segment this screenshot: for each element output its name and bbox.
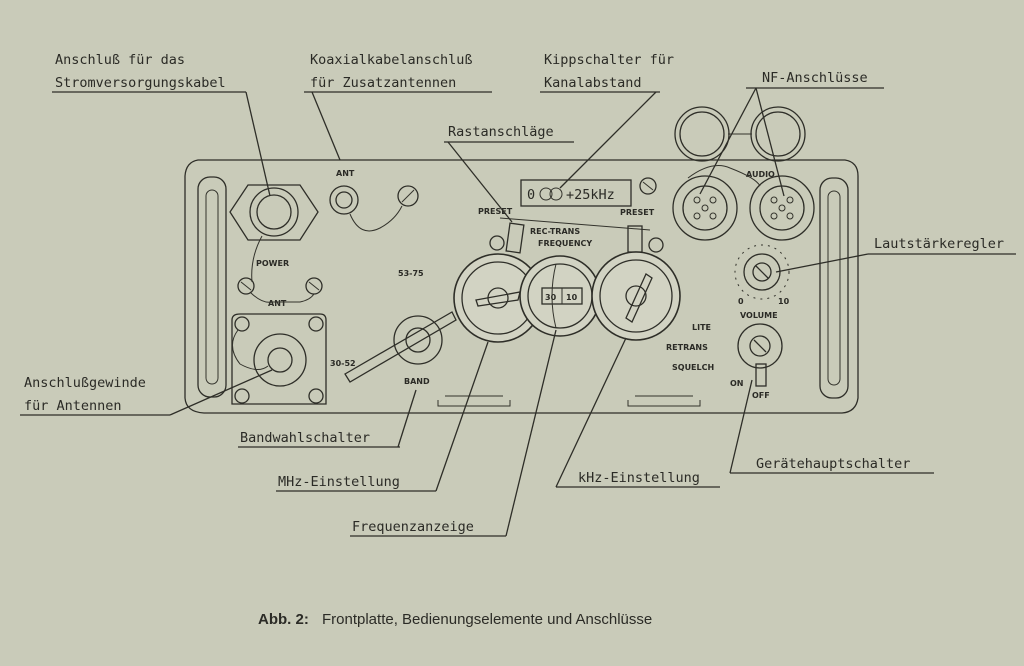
- audio-connectors: AUDIO: [672, 106, 815, 241]
- label-freq-display: Frequenzanzeige: [352, 519, 474, 535]
- volume-knob[interactable]: 0 10 VOLUME: [734, 244, 790, 320]
- vol-10-label: 10: [778, 297, 790, 306]
- ant2-label: ANT: [268, 299, 287, 308]
- label-band-switch: Bandwahlschalter: [240, 430, 370, 446]
- band-lo-label: 30-52: [330, 359, 356, 368]
- band-label: BAND: [404, 377, 430, 386]
- left-handle: [197, 176, 227, 398]
- band-switch[interactable]: 53-75 30-52 BAND: [330, 269, 457, 386]
- preset-left-label: PRESET: [478, 207, 513, 216]
- label-coax-line2: für Zusatzantennen: [310, 75, 456, 91]
- coax-connector: ANT: [329, 169, 419, 232]
- label-power-cable-line1: Anschluß für das: [55, 52, 185, 68]
- callout-nf: NF-Anschlüsse: [699, 70, 884, 197]
- ant-label: ANT: [336, 169, 355, 178]
- label-coax-line1: Koaxialkabelanschluß: [310, 52, 473, 68]
- callout-volume: Lautstärkeregler: [775, 236, 1016, 273]
- band-hi-label: 53-75: [398, 269, 424, 278]
- display-right-value: 10: [566, 293, 578, 302]
- callout-toggle: Kippschalter für Kanalabstand: [540, 52, 674, 189]
- right-handle: [819, 177, 849, 399]
- figure-caption: Abb. 2: Frontplatte, Bedienungselemente …: [258, 611, 652, 628]
- toggle-25-label: +25kHz: [566, 187, 615, 203]
- squelch-label: SQUELCH: [672, 363, 714, 372]
- preset-right-label: PRESET: [620, 208, 655, 217]
- off-label: OFF: [752, 391, 770, 400]
- retrans-label: RETRANS: [666, 343, 708, 352]
- frequency-display: 30 10: [519, 255, 601, 337]
- toggle-0-label: 0: [527, 187, 535, 203]
- frequency-label: FREQUENCY: [538, 239, 592, 248]
- vol-0-label: 0: [738, 297, 744, 306]
- caption-prefix: Abb. 2:: [258, 611, 309, 628]
- label-antenna-thread-line2: für Antennen: [24, 398, 122, 414]
- power-label: POWER: [256, 259, 289, 268]
- display-left-value: 30: [545, 293, 557, 302]
- caption-text: Frontplatte, Bedienungselemente und Ansc…: [322, 611, 652, 628]
- khz-knob[interactable]: [591, 251, 681, 341]
- callout-power-cable: Anschluß für das Stromversorgungskabel: [52, 52, 271, 197]
- label-toggle-line1: Kippschalter für: [544, 52, 674, 68]
- label-antenna-thread-line1: Anschlußgewinde: [24, 375, 146, 391]
- antenna-mount: ANT: [231, 235, 327, 405]
- label-mhz: MHz-Einstellung: [278, 474, 400, 490]
- label-khz: kHz-Einstellung: [578, 470, 700, 486]
- channel-spacing-toggle[interactable]: 0 +25kHz: [520, 177, 657, 207]
- callout-khz: kHz-Einstellung: [555, 337, 720, 488]
- callout-detents: Rastanschläge: [444, 124, 574, 223]
- callout-coax: Koaxialkabelanschluß für Zusatzantennen: [304, 52, 492, 161]
- label-toggle-line2: Kanalabstand: [544, 75, 642, 91]
- main-power-switch[interactable]: ON OFF: [730, 323, 783, 400]
- rec-trans-label: REC-TRANS: [530, 227, 580, 236]
- label-nf: NF-Anschlüsse: [762, 70, 868, 86]
- label-detents: Rastanschläge: [448, 124, 554, 140]
- label-volume: Lautstärkeregler: [874, 236, 1004, 252]
- power-connector: POWER: [229, 184, 319, 268]
- label-main-switch: Gerätehauptschalter: [756, 456, 910, 472]
- on-label: ON: [730, 379, 744, 388]
- callout-band-switch: Bandwahlschalter: [238, 389, 417, 448]
- callout-main-switch: Gerätehauptschalter: [729, 379, 934, 474]
- lite-label: LITE: [692, 323, 711, 332]
- label-power-cable-line2: Stromversorgungskabel: [55, 75, 226, 91]
- volume-label: VOLUME: [740, 311, 778, 320]
- callout-antenna-thread: Anschlußgewinde für Antennen: [20, 369, 273, 416]
- audio-label: AUDIO: [746, 170, 775, 179]
- callout-freq-display: Frequenzanzeige: [350, 329, 557, 537]
- callout-mhz: MHz-Einstellung: [276, 341, 489, 492]
